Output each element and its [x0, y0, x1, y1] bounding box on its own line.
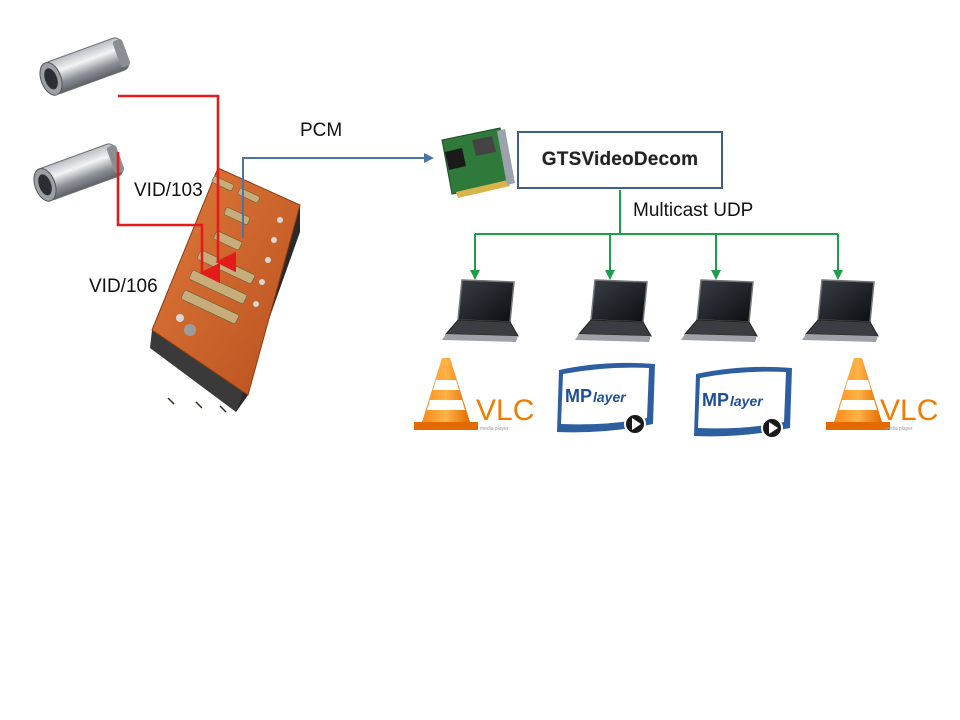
vlc-logo: VLC media player [826, 358, 938, 432]
multicast-arrowheads [470, 270, 843, 280]
svg-text:VLC: VLC [476, 394, 534, 427]
camera-icon [33, 143, 125, 202]
camera-icon [39, 37, 131, 96]
video-link [116, 94, 237, 284]
svg-text:VLC: VLC [880, 394, 938, 427]
vid103-label: VID/103 [134, 180, 203, 201]
svg-text:MP: MP [702, 390, 729, 410]
laptop-icon [681, 279, 758, 342]
decom-label: GTSVideoDecom [541, 149, 699, 170]
svg-text:layer: layer [593, 389, 627, 405]
vlc-logo: VLC media player [414, 358, 534, 432]
vid106-label: VID/106 [89, 276, 158, 297]
mplayer-logo: MP layer [694, 366, 792, 439]
svg-text:media player: media player [480, 426, 509, 432]
decom-box: GTSVideoDecom [517, 131, 723, 189]
data-acquisition-unit-icon [150, 167, 301, 413]
pcm-card-icon [441, 127, 515, 198]
laptop-icon [802, 279, 879, 342]
svg-text:media player: media player [884, 426, 913, 432]
laptop-icon [575, 279, 652, 342]
pcm-label: PCM [300, 120, 343, 141]
pcm-link [242, 153, 434, 238]
svg-text:MP: MP [565, 386, 592, 406]
multicast-link [474, 190, 839, 272]
svg-text:layer: layer [730, 393, 764, 409]
laptop-icon [442, 279, 519, 342]
mplayer-logo: MP layer [557, 362, 655, 435]
multicast-label: Multicast UDP [633, 200, 754, 221]
